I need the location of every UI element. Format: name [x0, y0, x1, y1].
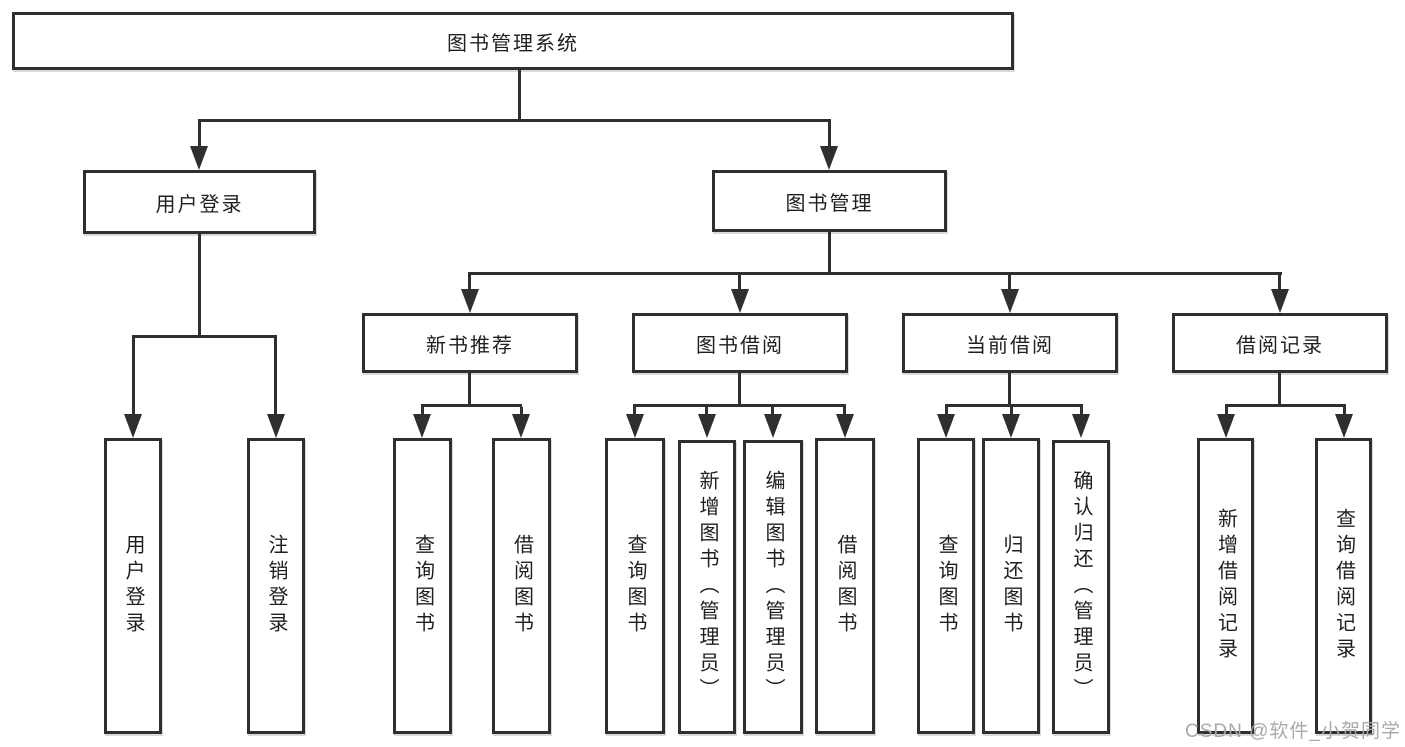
- connector-stem-leaf: [705, 407, 708, 414]
- arrow-down-icon: [1002, 414, 1020, 438]
- connector-stem-leaf: [132, 338, 135, 414]
- node-label: 图书管理系统: [447, 32, 579, 55]
- node-label: 图书借阅: [696, 334, 784, 357]
- node-label: 图书管理: [785, 192, 874, 215]
- node-leaf-query-books-current: 查询图书: [917, 438, 975, 734]
- node-label: 新增借阅记录: [1214, 508, 1237, 664]
- node-leaf-add-books-admin: 新增图书（管理员）: [678, 440, 736, 734]
- connector-book-mgmt-stem: [828, 232, 831, 275]
- node-label: 用户登录: [155, 193, 244, 216]
- connector-parent-stem: [1008, 373, 1011, 407]
- connector-borrow-records-rail: [1225, 404, 1346, 407]
- node-label: 查询图书: [411, 534, 434, 638]
- connector-parent-stem: [1278, 373, 1281, 407]
- arrow-down-icon: [1271, 289, 1289, 313]
- arrow-down-icon: [731, 289, 749, 313]
- node-leaf-borrow-books-borrowing: 借阅图书: [815, 438, 875, 734]
- node-label: 查询借阅记录: [1332, 508, 1355, 664]
- connector-stem-borrow-records: [1278, 275, 1281, 289]
- watermark: CSDN @软件_小贺同学: [1185, 721, 1401, 742]
- node-current-borrowing: 当前借阅: [902, 313, 1118, 373]
- connector-stem-leaf: [1080, 407, 1083, 414]
- connector-stem-leaf: [633, 407, 636, 414]
- node-label: 借阅图书: [834, 534, 856, 638]
- arrow-down-icon: [512, 414, 530, 438]
- connector-parent-stem: [738, 373, 741, 407]
- node-label: 借阅图书: [510, 534, 533, 638]
- connector-stem-leaf: [421, 407, 424, 414]
- node-label: 归还图书: [1000, 534, 1022, 638]
- arrow-down-icon: [937, 414, 955, 438]
- node-borrowing-records: 借阅记录: [1172, 313, 1388, 373]
- arrow-down-icon: [267, 414, 285, 438]
- arrow-down-icon: [1217, 414, 1235, 438]
- node-leaf-return-books: 归还图书: [982, 438, 1040, 734]
- connector-book-borrow-rail: [633, 404, 846, 407]
- arrow-down-icon: [698, 414, 716, 438]
- node-leaf-query-books-borrowing: 查询图书: [605, 438, 665, 734]
- node-leaf-logout: 注销登录: [247, 438, 305, 734]
- arrow-down-icon: [836, 414, 854, 438]
- node-leaf-add-borrow-record: 新增借阅记录: [1197, 438, 1254, 734]
- node-label: 当前借阅: [966, 334, 1054, 357]
- connector-stem-leaf: [1343, 407, 1346, 414]
- node-leaf-user-login: 用户登录: [104, 438, 162, 734]
- arrow-down-icon: [413, 414, 431, 438]
- node-leaf-edit-books-admin: 编辑图书（管理员）: [743, 440, 803, 734]
- node-label: 查询图书: [935, 534, 957, 638]
- node-library-management-system: 图书管理系统: [12, 12, 1014, 70]
- node-new-book-recommendation: 新书推荐: [362, 313, 578, 373]
- connector-current-borrow-rail: [945, 404, 1083, 407]
- node-label: 新增图书（管理员）: [696, 470, 718, 704]
- arrow-down-icon: [626, 414, 644, 438]
- arrow-down-icon: [1072, 414, 1090, 438]
- node-leaf-confirm-return-admin: 确认归还（管理员）: [1052, 440, 1110, 734]
- connector-level2-rail: [198, 119, 831, 122]
- connector-root-stem: [518, 70, 521, 122]
- connector-parent-stem: [468, 373, 471, 407]
- node-leaf-query-borrow-record: 查询借阅记录: [1315, 438, 1372, 734]
- connector-stem-leaf: [843, 407, 846, 414]
- node-book-management: 图书管理: [712, 170, 947, 232]
- node-leaf-borrow-books-recommend: 借阅图书: [492, 438, 551, 734]
- connector-user-login-rail: [132, 335, 277, 338]
- connector-stem-user-login: [198, 122, 201, 147]
- connector-user-login-stem: [198, 234, 201, 338]
- connector-level3-rail: [468, 272, 1282, 275]
- arrow-down-icon: [764, 414, 782, 438]
- connector-stem-current-borrow: [1008, 275, 1011, 289]
- connector-stem-leaf: [1225, 407, 1228, 414]
- node-label: 新书推荐: [426, 334, 514, 357]
- node-label: 借阅记录: [1236, 334, 1324, 357]
- node-label: 确认归还（管理员）: [1070, 470, 1092, 704]
- connector-stem-leaf: [520, 407, 523, 414]
- node-leaf-query-books-recommend: 查询图书: [393, 438, 452, 734]
- connector-stem-leaf: [771, 407, 774, 414]
- connector-stem-book-borrow: [738, 275, 741, 289]
- connector-stem-leaf: [945, 407, 948, 414]
- node-book-borrowing: 图书借阅: [632, 313, 848, 373]
- connector-stem-book-mgmt: [828, 122, 831, 147]
- connector-stem-leaf: [1010, 407, 1013, 414]
- node-label: 用户登录: [122, 534, 144, 638]
- node-label: 注销登录: [265, 534, 287, 638]
- node-user-login: 用户登录: [83, 170, 316, 234]
- arrow-down-icon: [1335, 414, 1353, 438]
- arrow-down-icon: [1001, 289, 1019, 313]
- arrow-down-icon: [190, 146, 208, 170]
- connector-stem-new-book-rec: [468, 275, 471, 289]
- node-label: 编辑图书（管理员）: [762, 470, 784, 704]
- arrow-down-icon: [124, 414, 142, 438]
- node-label: 查询图书: [624, 534, 646, 638]
- connector-new-book-rec-rail: [421, 404, 522, 407]
- arrow-down-icon: [461, 289, 479, 313]
- arrow-down-icon: [820, 146, 838, 170]
- connector-stem-leaf: [274, 338, 277, 414]
